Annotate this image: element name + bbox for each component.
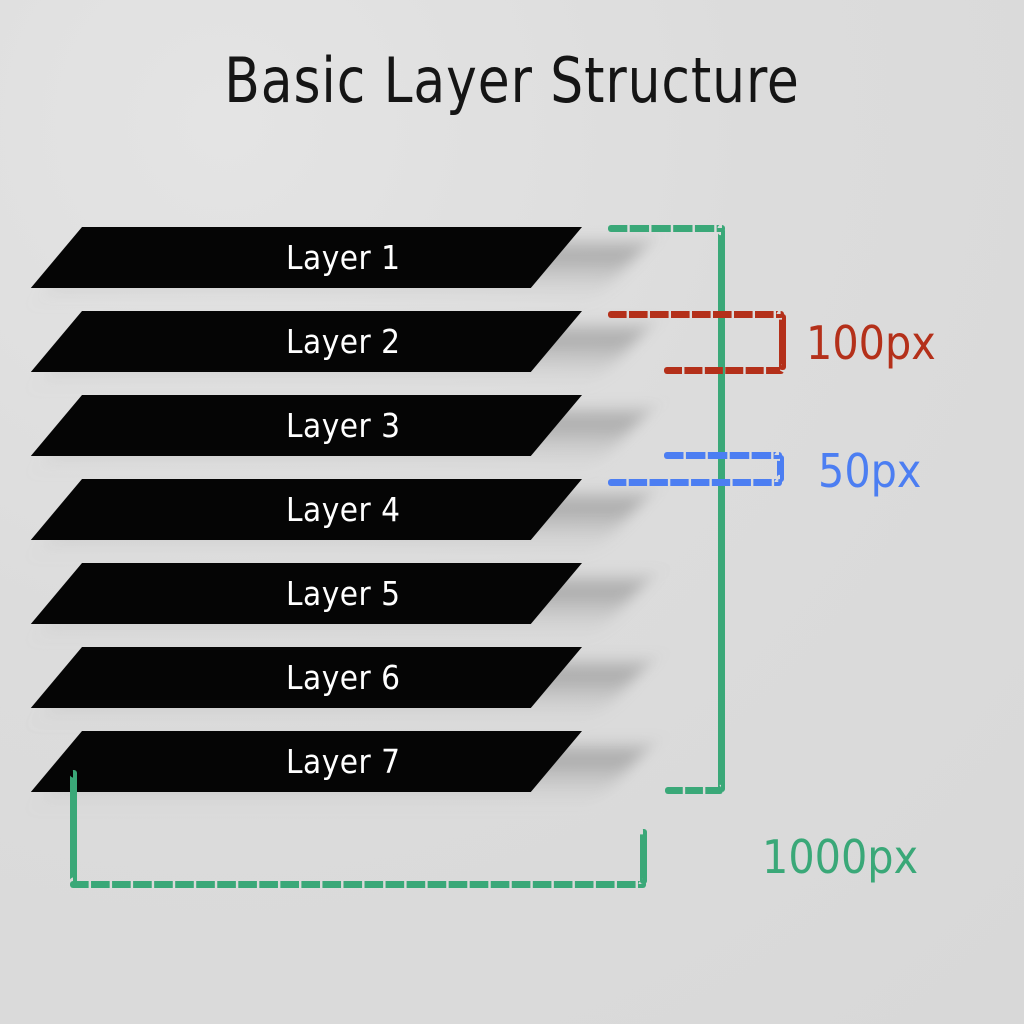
layer-bar (30, 731, 582, 792)
page-title: Basic Layer Structure (224, 44, 800, 117)
red-bracket-bottom-horizontal (664, 367, 784, 374)
green-width-bracket-right-vertical (640, 829, 647, 884)
blue-bracket-bottom-horizontal (608, 479, 782, 486)
layer-row-7[interactable]: Layer 7 (0, 731, 1024, 807)
blue-bracket-top-horizontal (664, 452, 782, 459)
layer-bar (30, 647, 582, 708)
layer-bar (30, 395, 582, 456)
green-bracket-bottom-stub (665, 787, 723, 794)
green-bracket-right-vertical (718, 228, 725, 792)
layer-bar (30, 227, 582, 288)
red-bracket-top-horizontal (608, 311, 784, 318)
blue-bracket-right-vertical (777, 455, 784, 482)
layer-row-5[interactable]: Layer 5 (0, 563, 1024, 639)
green-bracket-top-horizontal (608, 225, 725, 232)
measurement-label-1000px: 1000px (762, 830, 919, 884)
layer-bar (30, 311, 582, 372)
measurement-label-50px: 50px (818, 444, 922, 498)
layer-bar (30, 479, 582, 540)
layer-row-1[interactable]: Layer 1 (0, 227, 1024, 303)
green-width-bracket-bottom-horizontal (70, 881, 646, 888)
measurement-label-100px: 100px (806, 316, 936, 370)
red-bracket-right-vertical (779, 314, 786, 370)
layer-row-6[interactable]: Layer 6 (0, 647, 1024, 723)
layer-bar (30, 563, 582, 624)
green-width-bracket-left-vertical (70, 770, 77, 885)
